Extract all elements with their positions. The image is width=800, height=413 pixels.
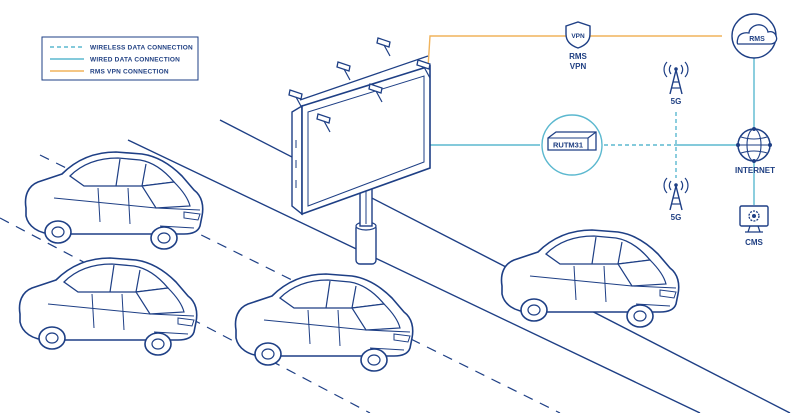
tower-bottom-label: 5G (671, 213, 682, 222)
cms-node: CMS (739, 205, 769, 247)
vpn-connection-line (427, 35, 722, 69)
rms-vpn-label-2: VPN (570, 62, 587, 71)
billboard-icon (288, 37, 431, 265)
cell-tower-icon (663, 177, 689, 211)
tower-top-node: 5G (663, 61, 689, 106)
router-label: RUTM31 (553, 141, 583, 150)
router-node: RUTM31 (541, 114, 603, 176)
legend-vpn-label: RMS VPN CONNECTION (90, 69, 169, 76)
internet-node: INTERNET (735, 127, 775, 175)
vpn-node: VPN RMS VPN (565, 21, 591, 71)
legend: WIRELESS DATA CONNECTION WIRED DATA CONN… (41, 36, 199, 81)
car-icon (18, 257, 198, 356)
car-icon (24, 151, 204, 250)
router-icon (547, 131, 597, 151)
car-icon (500, 229, 680, 328)
cloud-label: RMS (749, 36, 765, 43)
connections (427, 35, 755, 205)
car-icon (234, 273, 414, 372)
shield-icon (565, 21, 591, 49)
tower-bottom-node: 5G (663, 177, 689, 222)
legend-wireless-label: WIRELESS DATA CONNECTION (90, 45, 193, 52)
cloud-icon (736, 24, 778, 45)
globe-icon (736, 127, 772, 163)
monitor-gear-icon (739, 205, 769, 233)
tower-top-label: 5G (671, 97, 682, 106)
internet-label: INTERNET (735, 166, 775, 175)
cell-tower-icon (663, 61, 689, 95)
legend-wired-label: WIRED DATA CONNECTION (90, 57, 180, 64)
rms-cloud-node: RMS (731, 13, 778, 59)
rms-vpn-label-1: RMS (569, 52, 587, 61)
cms-label: CMS (745, 238, 763, 247)
shield-text: VPN (571, 33, 585, 40)
